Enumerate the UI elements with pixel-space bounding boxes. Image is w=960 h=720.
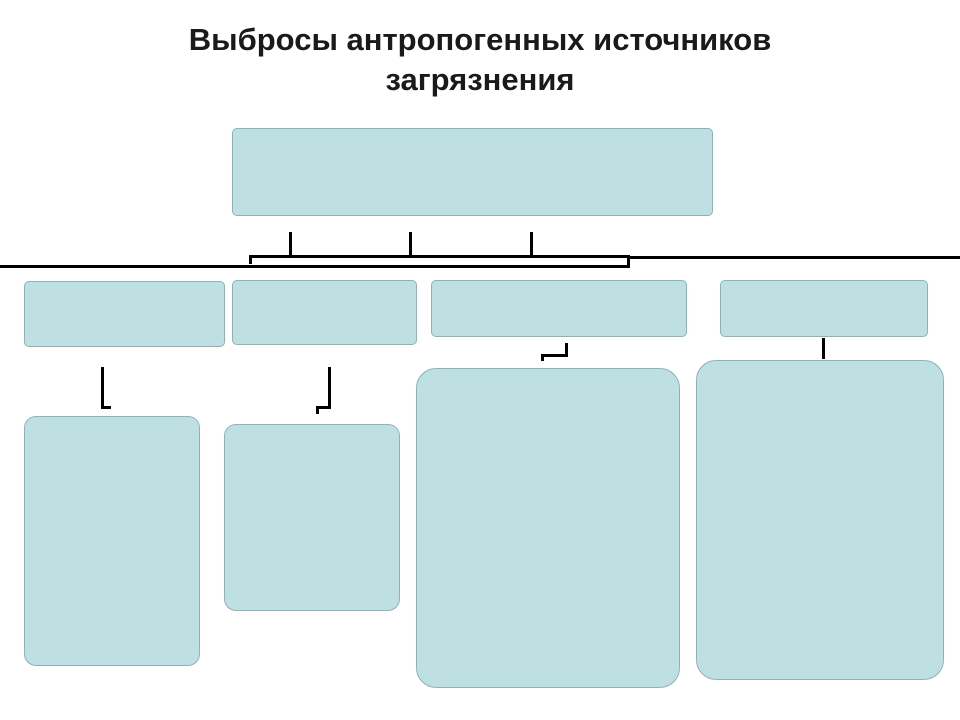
connector-root-1 [289, 232, 292, 257]
connector-root-2 [409, 232, 412, 257]
level3-box-2 [224, 424, 400, 611]
root-box [232, 128, 713, 216]
connector-col4-vertical [822, 338, 825, 359]
level3-box-3 [416, 368, 680, 688]
connector-main-left [0, 265, 630, 268]
connector-col2-foot [316, 406, 331, 409]
title-line-2: загрязнения [385, 62, 575, 97]
connector-root-3 [530, 232, 533, 257]
level3-box-4 [696, 360, 944, 680]
connector-bracket-left [249, 255, 252, 264]
connector-bracket-right [627, 255, 630, 265]
connector-bracket-top [249, 255, 630, 258]
level2-box-4 [720, 280, 928, 337]
connector-col2-tick [316, 406, 319, 414]
connector-col1-foot [101, 406, 111, 409]
connector-main-right [630, 256, 960, 259]
level2-box-2 [232, 280, 417, 345]
level2-box-3 [431, 280, 687, 337]
slide-title: Выбросы антропогенных источников загрязн… [0, 20, 960, 100]
connector-col3-foot [541, 354, 568, 357]
connector-col1-vertical [101, 367, 104, 409]
connector-col3-vertical [565, 343, 568, 357]
connector-col3-tick [541, 354, 544, 361]
level2-box-1 [24, 281, 225, 347]
level3-box-1 [24, 416, 200, 666]
connector-col2-vertical [328, 367, 331, 409]
title-line-1: Выбросы антропогенных источников [188, 22, 772, 57]
